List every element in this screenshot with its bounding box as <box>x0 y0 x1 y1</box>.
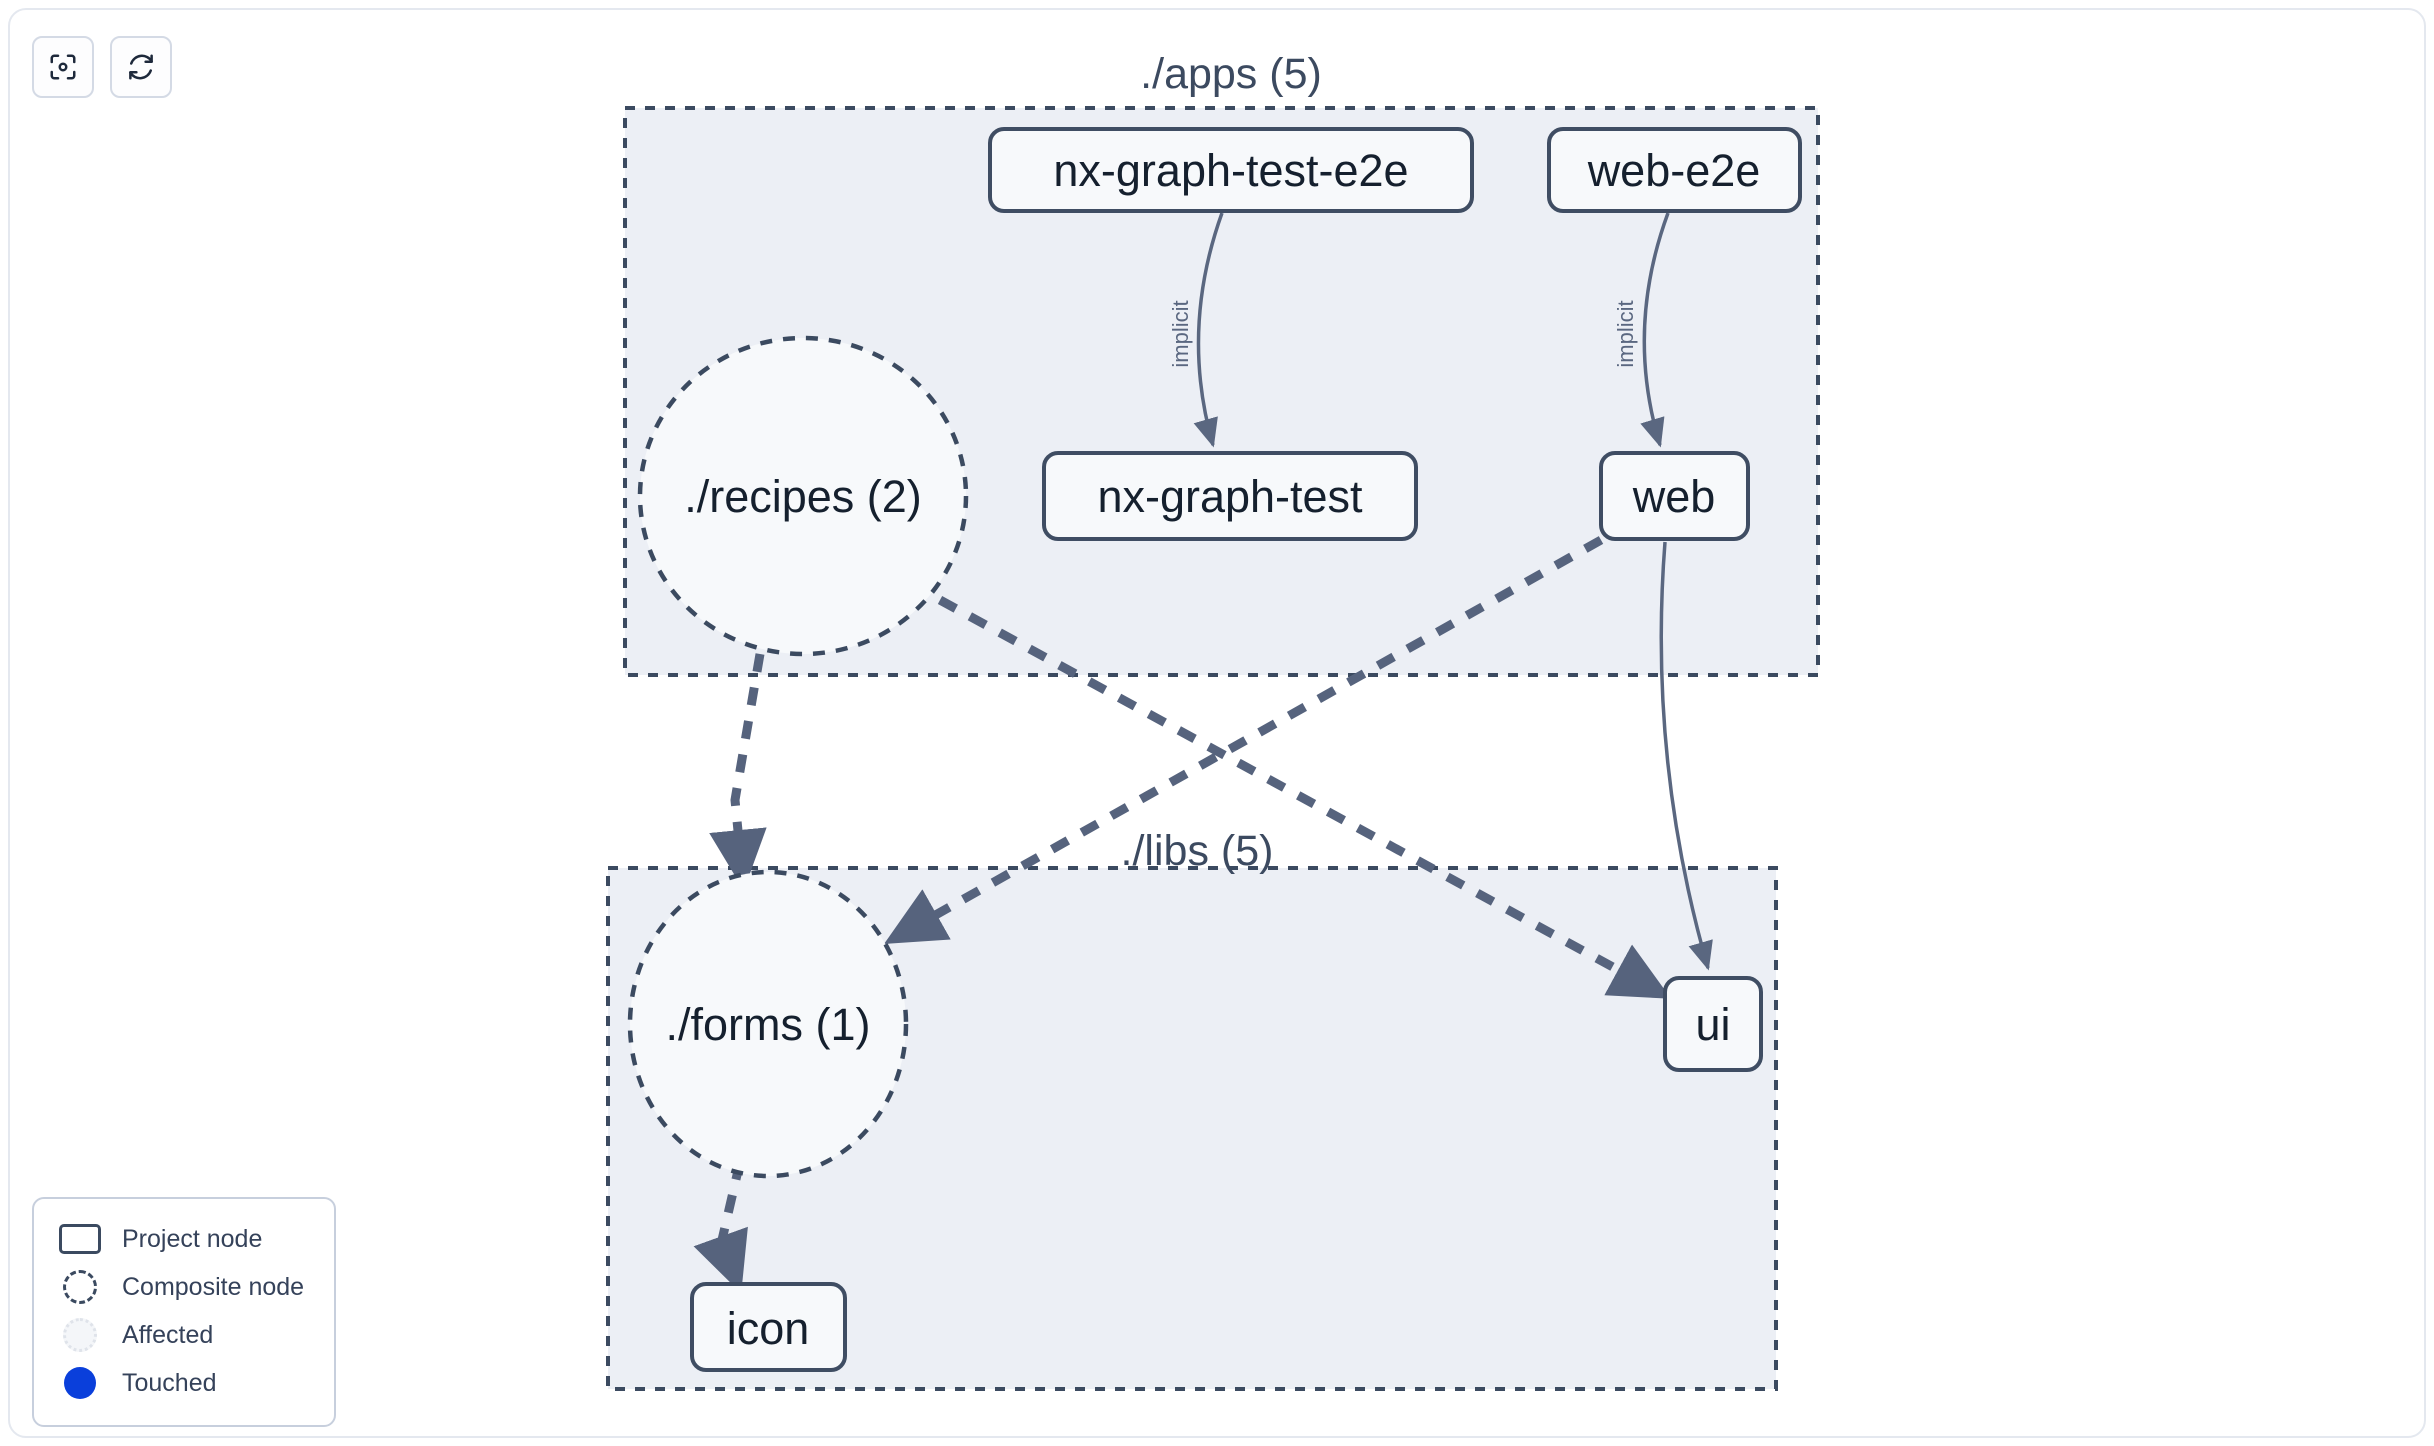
node-forms[interactable] <box>627 869 909 1179</box>
edge-label-implicit-web: implicit <box>1613 300 1638 367</box>
node-icon-box[interactable] <box>690 1282 847 1372</box>
node-web-e2e[interactable] <box>1547 127 1802 213</box>
node-nx-graph-test-label: nx-graph-test <box>1097 471 1363 522</box>
node-recipes[interactable] <box>637 335 969 657</box>
node-ui-box[interactable] <box>1663 976 1763 1072</box>
node-web-e2e-label: web-e2e <box>1587 145 1761 196</box>
edge-recipes-to-forms[interactable] <box>709 653 767 891</box>
legend-touched: Touched <box>52 1359 316 1407</box>
node-ui-label: ui <box>1695 999 1730 1050</box>
graph-toolbar <box>32 36 172 98</box>
legend-composite-node: Composite node <box>52 1263 316 1311</box>
node-web-e2e-box[interactable] <box>1547 127 1802 213</box>
edge-nx-graph-test-e2e-to-nx-graph-test[interactable] <box>1193 212 1224 448</box>
composite-node-swatch <box>52 1270 108 1304</box>
node-nx-graph-test-box[interactable] <box>1042 451 1418 541</box>
node-nx-graph-test-e2e-label: nx-graph-test-e2e <box>1053 145 1408 196</box>
legend-affected: Affected <box>52 1311 316 1359</box>
node-nx-graph-test[interactable] <box>1042 451 1418 541</box>
legend-project-node: Project node <box>52 1215 316 1263</box>
node-forms-label: ./forms (1) <box>665 999 870 1050</box>
group-libs-label: ./libs (5) <box>1121 827 1274 875</box>
node-recipes-circle[interactable] <box>637 335 969 657</box>
refresh-icon <box>129 54 153 80</box>
edge-web-to-ui[interactable] <box>1659 541 1713 971</box>
viewfinder-icon <box>50 54 76 80</box>
edge-label-implicit-nx-graph-test: implicit <box>1168 300 1193 367</box>
node-icon-label: icon <box>727 1303 810 1354</box>
edges-implicit <box>1193 212 1713 971</box>
node-web-box[interactable] <box>1599 451 1750 541</box>
legend-composite-node-label: Composite node <box>122 1272 305 1301</box>
node-web-label: web <box>1632 471 1716 522</box>
affected-swatch <box>52 1318 108 1352</box>
focus-graph-button[interactable] <box>32 36 94 98</box>
node-web[interactable] <box>1599 451 1750 541</box>
legend-project-node-label: Project node <box>122 1224 263 1253</box>
project-node-swatch <box>52 1224 108 1254</box>
edge-forms-to-icon[interactable] <box>693 1160 748 1294</box>
node-ui[interactable] <box>1663 976 1763 1072</box>
legend-touched-label: Touched <box>122 1368 217 1397</box>
node-nx-graph-test-e2e-box[interactable] <box>988 127 1474 213</box>
touched-swatch <box>52 1367 108 1399</box>
node-nx-graph-test-e2e[interactable] <box>988 127 1474 213</box>
legend-affected-label: Affected <box>122 1320 214 1349</box>
group-apps-label: ./apps (5) <box>1140 50 1322 98</box>
node-forms-circle[interactable] <box>627 869 909 1179</box>
edge-web-e2e-to-web[interactable] <box>1640 212 1670 448</box>
node-recipes-label: ./recipes (2) <box>684 471 922 522</box>
edges-dependency <box>693 536 1672 1294</box>
node-icon[interactable] <box>690 1282 847 1372</box>
graph-legend: Project node Composite node Affected Tou… <box>32 1197 336 1427</box>
refresh-graph-button[interactable] <box>110 36 172 98</box>
